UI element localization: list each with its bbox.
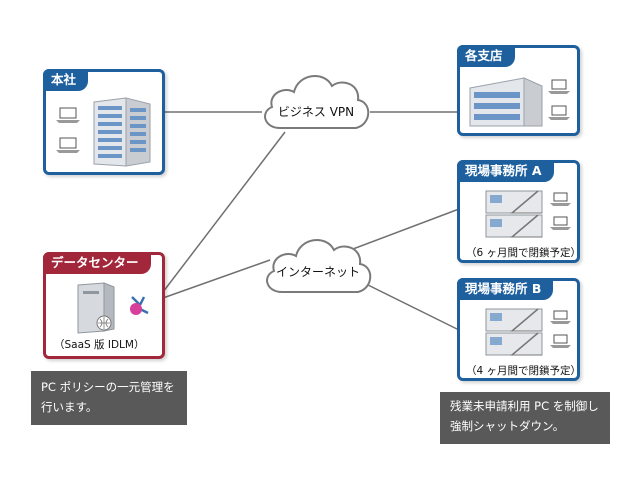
laptop-icon bbox=[550, 192, 571, 206]
laptop-icon bbox=[548, 79, 570, 94]
internet-cloud bbox=[258, 226, 378, 306]
caption-left: PC ポリシーの一元管理を 行います。 bbox=[31, 371, 187, 425]
line-datacenter-internet bbox=[162, 259, 271, 299]
hq-node: 本社 bbox=[43, 69, 165, 175]
datacenter-title: データセンター bbox=[43, 252, 151, 274]
laptop-icon bbox=[550, 310, 571, 324]
caption-right-line-2: 強制シャットダウン。 bbox=[450, 419, 565, 433]
vpn-cloud-label: ビジネス VPN bbox=[277, 105, 355, 119]
caption-left-line-2: 行います。 bbox=[41, 400, 98, 414]
site-a-title: 現場事務所 A bbox=[457, 160, 554, 182]
laptop-icon bbox=[550, 334, 571, 348]
hq-title: 本社 bbox=[43, 69, 89, 91]
site-a-note: （6 ヶ月間で閉鎖予定） bbox=[466, 247, 582, 259]
caption-left-line-1: PC ポリシーの一元管理を bbox=[41, 380, 175, 394]
cloud-icon bbox=[266, 239, 372, 293]
line-internet-site-a bbox=[344, 208, 460, 253]
idlm-logo-icon bbox=[130, 296, 149, 315]
laptop-icon bbox=[550, 216, 571, 230]
caption-right: 残業未申請利用 PC を制御し 強制シャットダウン。 bbox=[440, 392, 610, 444]
laptop-icon bbox=[56, 107, 80, 123]
branch-building-icon bbox=[469, 77, 570, 127]
site-b-note: （4 ヶ月間で閉鎖予定） bbox=[466, 365, 582, 377]
branches-title: 各支店 bbox=[457, 45, 515, 67]
prefab-office-icon bbox=[485, 190, 571, 238]
laptop-icon bbox=[56, 137, 80, 153]
site-a-node: 現場事務所 A （6 ヶ月間で閉鎖予定） bbox=[457, 160, 582, 263]
line-datacenter-vpn bbox=[162, 131, 286, 293]
server-icon bbox=[77, 282, 149, 334]
datacenter-note: （SaaS 版 IDLM） bbox=[54, 339, 145, 351]
site-b-node: 現場事務所 B （4 ヶ月間で閉鎖予定） bbox=[457, 278, 582, 381]
office-building-icon bbox=[56, 97, 151, 167]
caption-right-line-1: 残業未申請利用 PC を制御し bbox=[450, 399, 599, 413]
laptop-icon bbox=[548, 105, 570, 120]
site-b-title: 現場事務所 B bbox=[457, 278, 554, 300]
vpn-cloud bbox=[256, 62, 376, 142]
line-internet-site-b bbox=[367, 284, 460, 331]
branches-node: 各支店 bbox=[457, 45, 580, 136]
prefab-office-icon bbox=[485, 308, 571, 356]
cloud-icon bbox=[264, 75, 370, 129]
datacenter-node: データセンター （SaaS 版 IDLM） bbox=[43, 252, 165, 359]
internet-cloud-label: インターネット bbox=[275, 265, 360, 279]
